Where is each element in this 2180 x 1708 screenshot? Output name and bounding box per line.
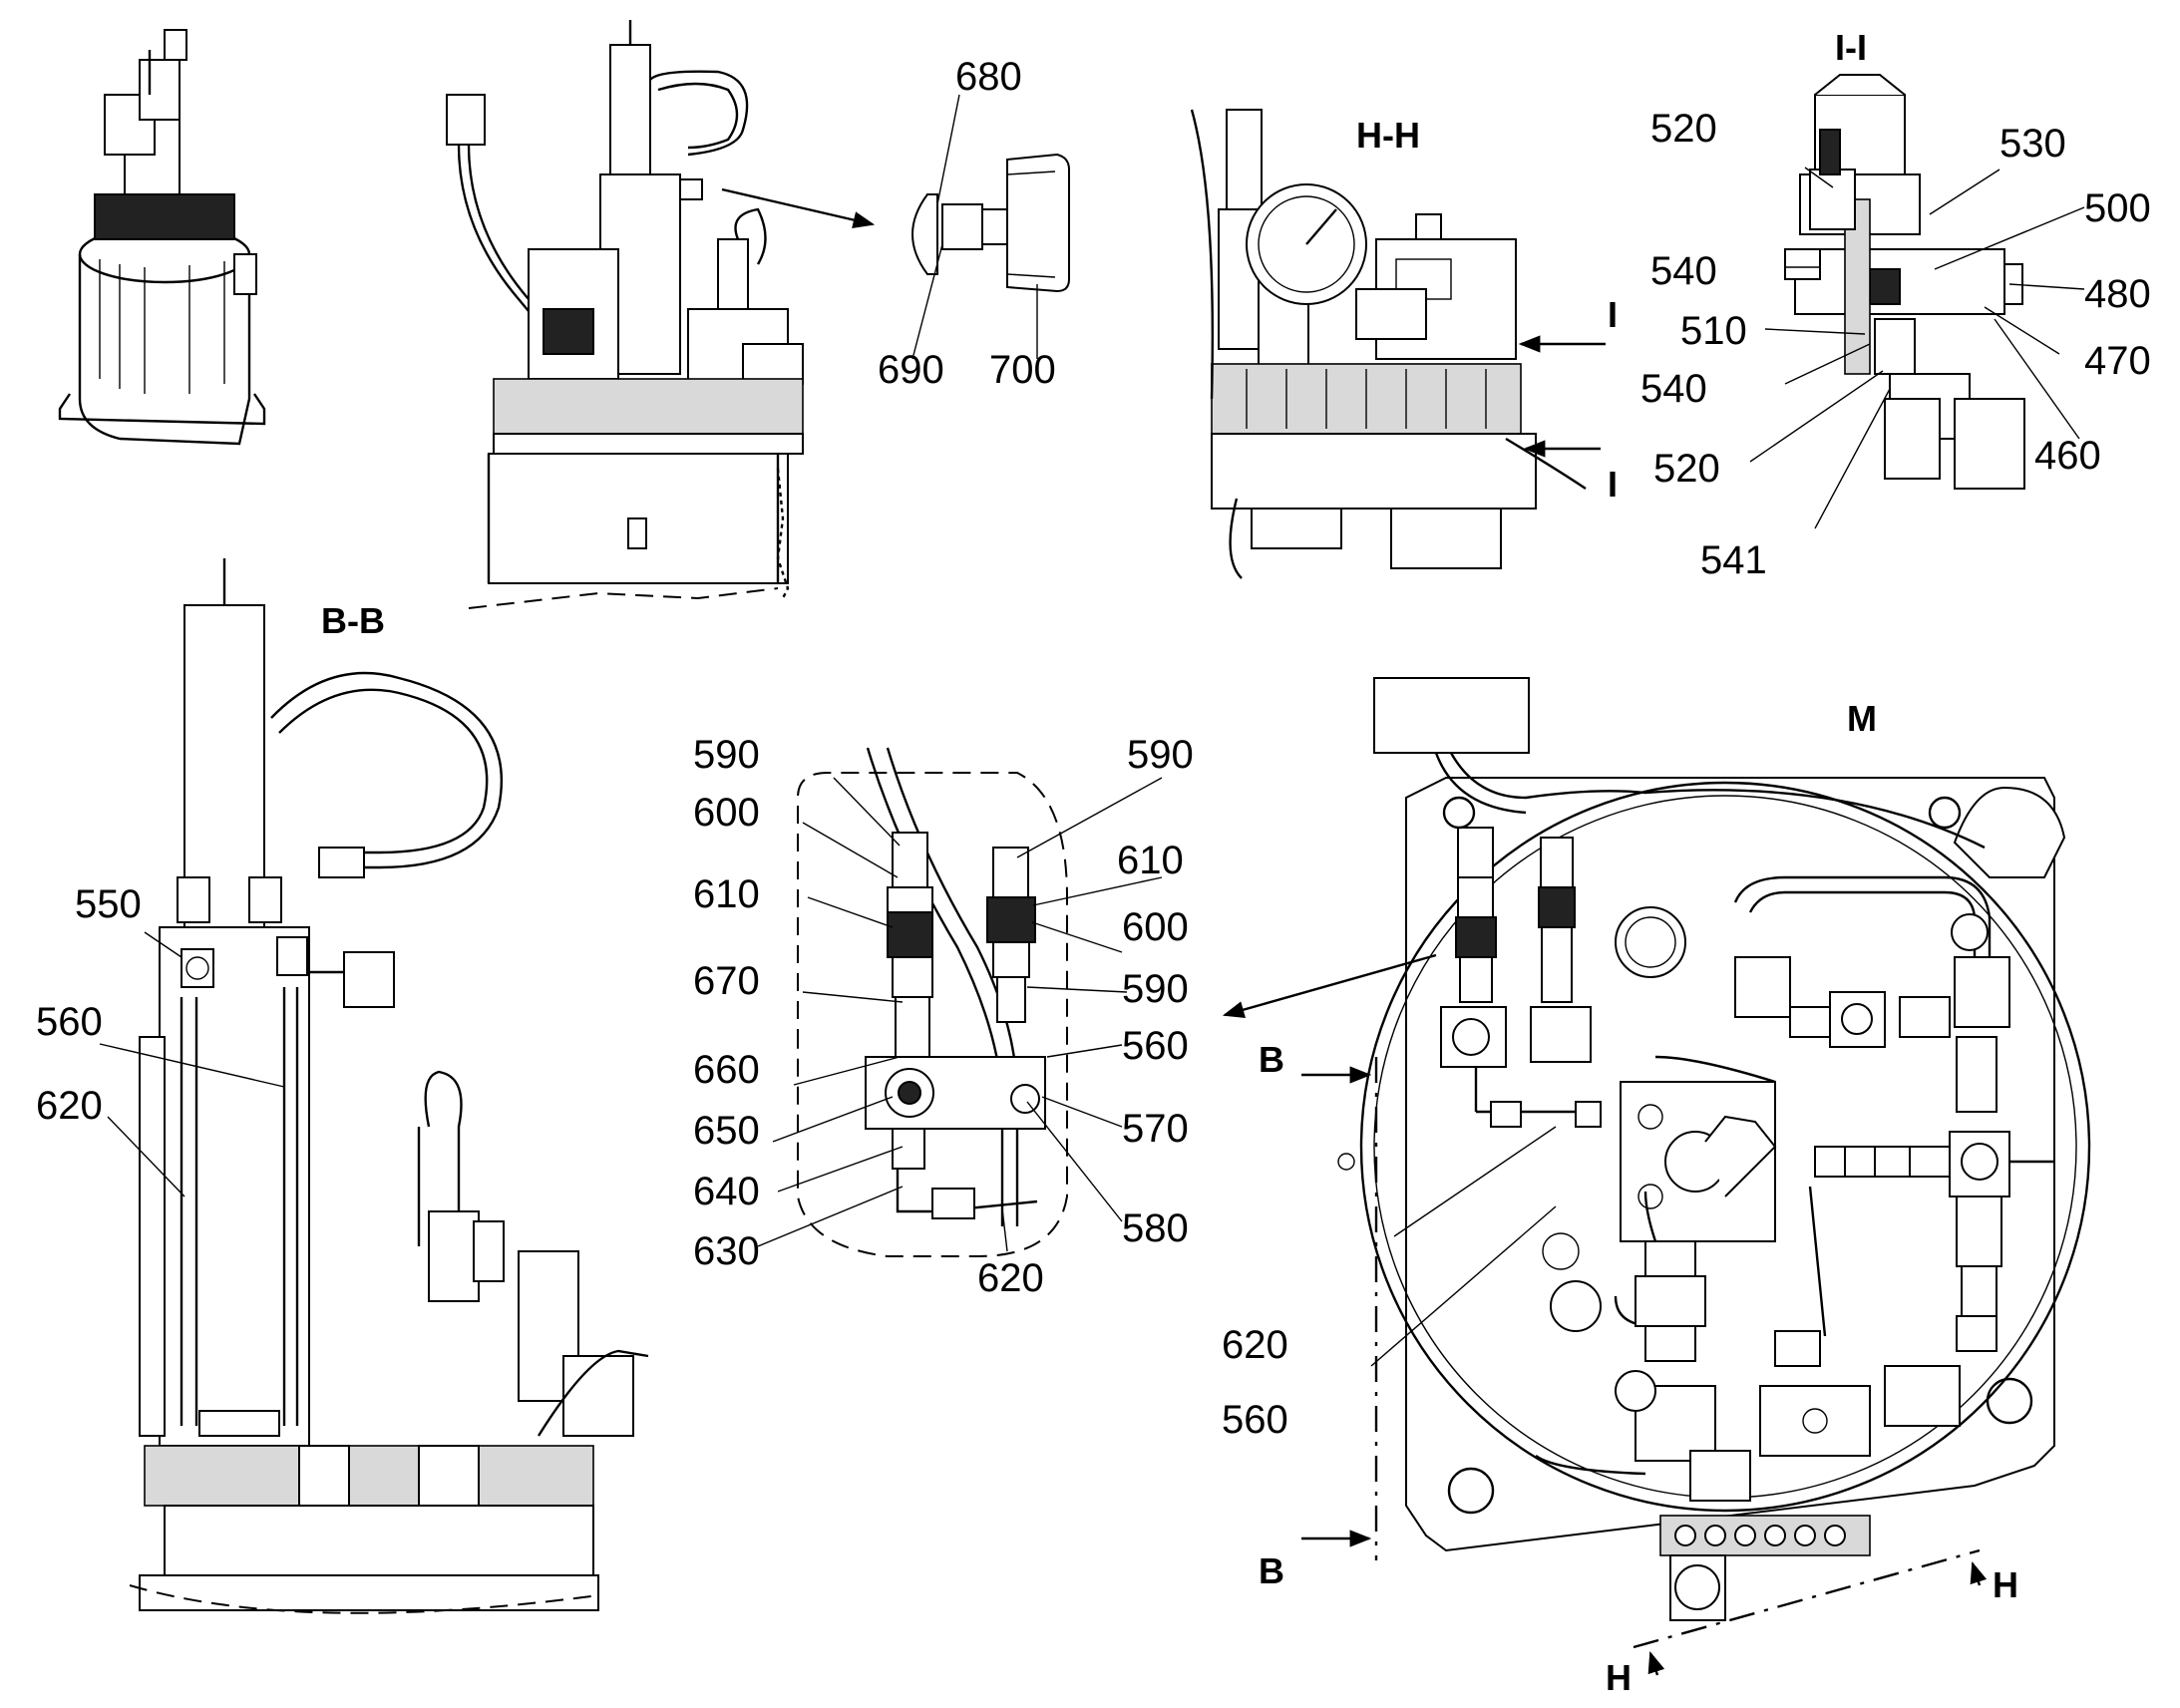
section-label-m: M xyxy=(1847,698,1877,739)
view-m: M xyxy=(1222,677,2091,1698)
callout-690: 690 xyxy=(878,348,944,392)
callout-540-bottom: 540 xyxy=(1640,367,1707,411)
callout-570: 570 xyxy=(1122,1107,1189,1151)
front-view-top xyxy=(446,20,876,609)
section-marker-i-top: I xyxy=(1608,294,1618,335)
callout-600-left: 600 xyxy=(693,791,760,835)
callout-600-right: 600 xyxy=(1122,905,1189,949)
callout-470: 470 xyxy=(2084,339,2151,383)
callout-460: 460 xyxy=(2034,434,2101,478)
section-marker-b-top: B xyxy=(1259,1039,1284,1080)
isometric-overview xyxy=(58,29,266,446)
section-i-i: I-I 520 530 500 540 480 510 470 540 460 xyxy=(1640,27,2151,582)
callout-620-center: 620 xyxy=(977,1256,1044,1300)
section-h-h: H-H I I xyxy=(1190,109,1618,579)
callout-610-right: 610 xyxy=(1117,839,1184,882)
callout-510: 510 xyxy=(1680,309,1747,353)
section-label-b-b: B-B xyxy=(321,600,385,641)
callout-590-mid: 590 xyxy=(1122,967,1189,1011)
callout-550: 550 xyxy=(75,882,142,926)
callout-590-right: 590 xyxy=(1127,733,1194,777)
callout-590-left: 590 xyxy=(693,733,760,777)
callout-520-bottom: 520 xyxy=(1653,447,1720,491)
callout-650: 650 xyxy=(693,1109,760,1153)
callout-580: 580 xyxy=(1122,1206,1189,1250)
callout-660: 660 xyxy=(693,1048,760,1092)
callout-560-m: 560 xyxy=(1222,1398,1288,1442)
section-marker-i-bottom: I xyxy=(1608,464,1618,505)
callout-541: 541 xyxy=(1700,538,1767,582)
callout-500: 500 xyxy=(2084,186,2151,230)
callout-530: 530 xyxy=(1999,122,2066,166)
callout-640: 640 xyxy=(693,1170,760,1213)
section-b-b: B-B 550 560 6 xyxy=(36,558,649,1614)
callout-620-m: 620 xyxy=(1222,1323,1288,1367)
callout-480: 480 xyxy=(2084,272,2151,316)
callout-610-left: 610 xyxy=(693,872,760,916)
section-marker-h-right: H xyxy=(1993,1564,2018,1605)
callout-560-center: 560 xyxy=(1122,1024,1189,1068)
callout-700: 700 xyxy=(989,348,1056,392)
callout-560-bb: 560 xyxy=(36,1000,103,1044)
section-marker-b-bottom: B xyxy=(1259,1550,1284,1591)
callout-520-top: 520 xyxy=(1650,107,1717,151)
callout-630: 630 xyxy=(693,1229,760,1273)
center-detail: 590 590 600 610 610 600 670 590 560 660 … xyxy=(693,733,1194,1300)
section-marker-h-left: H xyxy=(1606,1657,1632,1698)
callout-620-bb: 620 xyxy=(36,1084,103,1128)
gauge-detail: 680 690 700 xyxy=(878,55,1070,392)
section-label-i-i: I-I xyxy=(1835,27,1867,68)
callout-680: 680 xyxy=(955,55,1022,99)
callout-540-top: 540 xyxy=(1650,249,1717,293)
section-label-h-h: H-H xyxy=(1356,115,1420,156)
callout-670: 670 xyxy=(693,959,760,1003)
